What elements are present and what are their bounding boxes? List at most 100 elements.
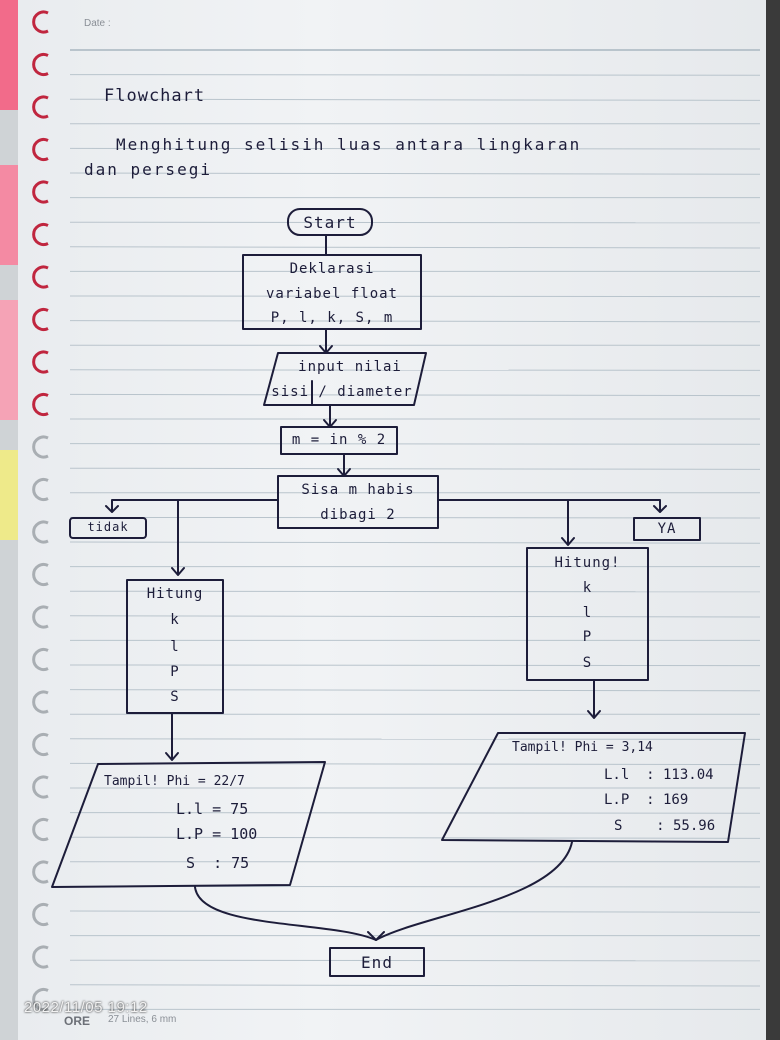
calc-left-k: k <box>170 612 180 628</box>
ruled-line <box>69 467 761 470</box>
spiral-ring <box>32 775 49 799</box>
calc-left-shape <box>126 579 224 714</box>
spiral-ring <box>32 945 49 969</box>
spiral-ring <box>32 818 49 841</box>
ruled-line <box>69 295 761 298</box>
spiral-ring <box>32 860 49 884</box>
calc-left-s: S <box>170 689 180 705</box>
input-parallelogram-shape <box>263 352 427 406</box>
spiral-ring <box>32 350 49 374</box>
end-terminator-shape <box>329 947 425 977</box>
ruled-line <box>69 615 761 618</box>
pink-divider-tab <box>0 0 18 110</box>
ruled-line <box>69 541 761 544</box>
ruled-line <box>69 664 761 667</box>
no-label-box <box>69 517 147 539</box>
spiral-ring <box>32 520 49 544</box>
notebook-brand: ORE <box>64 1014 91 1028</box>
ruled-line <box>69 984 761 987</box>
connector-yes-branch <box>561 499 575 546</box>
ruled-line <box>69 836 761 839</box>
start-label: Start <box>303 213 357 232</box>
ruled-line <box>69 172 761 175</box>
output-left-line-1: Tampil! Phi = 22/7 <box>104 774 245 789</box>
start-terminator-shape <box>287 208 373 236</box>
connector-right-end <box>375 841 573 941</box>
spiral-ring <box>32 138 49 161</box>
spiral-ring <box>32 563 49 586</box>
modulo-process-shape <box>280 426 398 455</box>
subtitle-line-1: Menghitung selisih luas antara lingkaran <box>116 135 582 154</box>
calc-left-title: Hitung <box>146 586 204 602</box>
yes-label: YA <box>657 521 677 537</box>
connector-declare-input <box>319 328 333 354</box>
declare-line-2: variabel float <box>265 286 398 302</box>
subtitle-line-2: dan persegi <box>84 160 212 179</box>
input-line-1: input nilai <box>298 359 402 375</box>
ruled-line <box>69 74 761 76</box>
calc-right-l: l <box>582 605 593 621</box>
declare-line-1: Deklarasi <box>289 261 375 277</box>
ruled-line <box>69 443 761 445</box>
ruled-line <box>69 812 761 814</box>
spiral-ring <box>32 53 49 76</box>
ruled-line <box>69 147 761 150</box>
declare-line-3: P, l, k, S, m <box>270 310 394 326</box>
ruled-line <box>69 221 761 224</box>
decision-line-2: dibagi 2 <box>320 507 396 523</box>
pink-divider-tab <box>0 165 18 265</box>
calc-right-s: S <box>582 655 593 671</box>
connector-no-branch <box>171 499 185 576</box>
pink-divider-tab <box>0 300 18 420</box>
connector-calc-output-right <box>587 679 601 719</box>
spiral-ring <box>32 308 49 331</box>
ruled-line <box>69 738 761 740</box>
spiral-ring <box>32 988 49 1011</box>
process-label: m = in % 2 <box>291 432 387 448</box>
output-right-shape <box>441 732 746 843</box>
spiral-ring <box>32 265 49 289</box>
calc-left-l: l <box>170 639 180 655</box>
yes-label-box <box>633 517 701 541</box>
connector-yes-label <box>437 499 667 513</box>
date-label: Date : <box>84 18 111 29</box>
output-right-line-4: S : 55.96 <box>614 818 716 834</box>
calc-right-title: Hitung! <box>554 555 621 571</box>
spiral-ring <box>32 95 49 119</box>
ruled-line <box>69 910 761 913</box>
ruled-line <box>69 393 761 397</box>
ruled-line <box>69 369 761 371</box>
spiral-ring <box>32 10 49 34</box>
spiral-ring <box>32 648 49 671</box>
output-right-line-3: L.P : 169 <box>604 792 689 808</box>
spiral-ring <box>32 733 49 756</box>
spiral-rings <box>32 10 49 1011</box>
ruled-line <box>69 959 761 962</box>
ruled-line <box>69 320 761 323</box>
connector-calc-output-left <box>165 712 179 761</box>
ruled-line <box>69 246 761 249</box>
spiral-ring <box>32 393 49 416</box>
notebook-edge <box>0 0 18 1040</box>
connector-no-label <box>105 499 279 513</box>
connector-process-decision <box>337 453 351 477</box>
ruled-line-group <box>69 49 761 1010</box>
ruled-line <box>69 689 761 692</box>
output-right-line-2: L.l : 113.04 <box>604 767 714 783</box>
decision-shape <box>277 475 439 529</box>
spiral-ring <box>32 605 49 629</box>
connector-input-process <box>323 404 337 428</box>
decision-line-1: Sisa m habis <box>301 482 415 498</box>
input-line-2: sisi / diameter <box>271 384 413 400</box>
spiral-ring <box>32 180 49 204</box>
output-left-line-2: L.l = 75 <box>176 800 249 818</box>
calc-right-p: P <box>582 629 593 645</box>
calc-left-p: P <box>170 664 180 680</box>
page-title: Flowchart <box>104 86 206 106</box>
spiral-ring <box>32 435 49 459</box>
output-left-shape <box>51 761 326 888</box>
spiral-ring <box>32 903 49 926</box>
declare-process-shape <box>242 254 422 330</box>
output-left-line-4: S : 75 <box>186 854 250 872</box>
